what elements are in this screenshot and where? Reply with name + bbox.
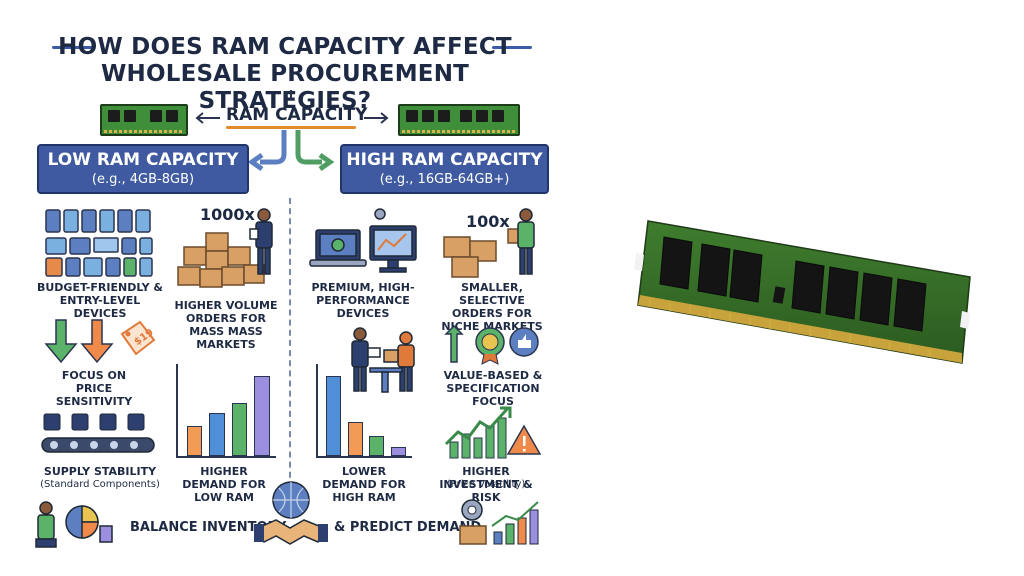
low-supply-sub: (Standard Components) <box>40 479 160 490</box>
left-arrow-icon <box>195 112 220 124</box>
footer-right-text: & PREDICT DEMAND <box>334 520 482 535</box>
ram-module-photo <box>634 220 971 364</box>
globe-handshake-icon <box>254 481 328 545</box>
analyst-pie-icon <box>35 501 113 548</box>
high-risk-caption: HIGHER INVESTMENT & RISK <box>439 465 533 504</box>
low-demand-chart <box>176 364 276 458</box>
title-line-1: HOW DOES RAM CAPACITY AFFECT <box>58 34 512 60</box>
high-demand-caption: LOWER DEMAND FOR HIGH RAM <box>322 465 406 504</box>
high-chart-bar-4 <box>390 446 406 456</box>
high-multiplier: 100x <box>466 212 510 231</box>
growth-gear-icon <box>459 499 539 545</box>
low-ram-example: (e.g., 4GB-8GB) <box>91 172 195 187</box>
high-ram-example: (e.g., 16GB-64GB+) <box>379 172 510 187</box>
low-chart-bar-4 <box>254 375 270 456</box>
title-line-2: WHOLESALE PROCUREMENT STRATEGIES? <box>100 61 470 114</box>
low-chart-bar-2 <box>209 412 225 456</box>
boxes-worker-icon <box>443 208 535 278</box>
low-ram-heading: LOW RAM CAPACITY <box>47 150 239 170</box>
boxes-person-icon <box>177 208 273 288</box>
value-badges-icon <box>444 324 539 365</box>
rising-risk-icon <box>444 406 542 459</box>
center-divider <box>289 198 291 498</box>
high-risk-sub: (Price Volatility) <box>446 479 526 490</box>
footer-left-text: BALANCE INVENTORY <box>130 520 287 535</box>
ram-module-left-icon <box>100 104 188 136</box>
high-chart-bar-1 <box>326 375 342 456</box>
conveyor-chips-icon <box>41 413 155 453</box>
business-meeting-icon <box>351 327 415 393</box>
high-chart-bar-2 <box>347 421 363 456</box>
high-chart-y-axis <box>316 364 318 458</box>
high-chart-bars <box>322 364 408 456</box>
right-arrow-icon <box>364 112 389 124</box>
ram-capacity-label: RAM CAPACITY <box>226 105 368 125</box>
high-chart-bar-3 <box>369 435 385 456</box>
ram-capacity-underline <box>226 126 356 129</box>
title-deco-left <box>52 46 92 49</box>
low-price-caption: FOCUS ON PRICE SENSITIVITY <box>55 369 133 408</box>
high-ram-heading: HIGH RAM CAPACITY <box>346 150 543 170</box>
page-title: HOW DOES RAM CAPACITY AFFECT WHOLESALE P… <box>40 34 530 115</box>
infographic: HOW DOES RAM CAPACITY AFFECT WHOLESALE P… <box>35 34 549 548</box>
low-ram-box: LOW RAM CAPACITY (e.g., 4GB-8GB) <box>37 144 249 194</box>
title-deco-right <box>492 46 532 49</box>
low-chart-bar-1 <box>186 426 202 456</box>
split-arrows-icon <box>247 130 335 172</box>
low-chart-bars <box>182 364 272 456</box>
down-arrows-price-tag-icon: $19 <box>44 319 156 364</box>
title-connector <box>290 90 292 100</box>
low-supply-caption: SUPPLY STABILITY <box>43 465 157 478</box>
low-chart-x-axis <box>176 456 276 458</box>
low-chart-bar-3 <box>231 403 247 456</box>
low-chart-y-axis <box>176 364 178 458</box>
high-value-caption: VALUE-BASED & SPECIFICATION FOCUS <box>443 369 543 408</box>
high-devices-caption: PREMIUM, HIGH-PERFORMANCE DEVICES <box>311 281 415 320</box>
ram-module-right-icon <box>398 104 520 136</box>
low-devices-caption: BUDGET-FRIENDLY & ENTRY-LEVEL DEVICES <box>36 281 164 320</box>
high-ram-box: HIGH RAM CAPACITY (e.g., 16GB-64GB+) <box>340 144 549 194</box>
devices-grid-icon <box>45 209 153 277</box>
low-orders-caption: HIGHER VOLUME ORDERS FOR MASS MASS MARKE… <box>174 299 278 351</box>
laptop-monitor-icon <box>309 208 417 273</box>
high-chart-x-axis <box>316 456 412 458</box>
low-demand-caption: HIGHER DEMAND FOR LOW RAM <box>182 465 266 504</box>
high-demand-chart <box>316 364 412 458</box>
low-multiplier: 1000x <box>200 205 255 224</box>
